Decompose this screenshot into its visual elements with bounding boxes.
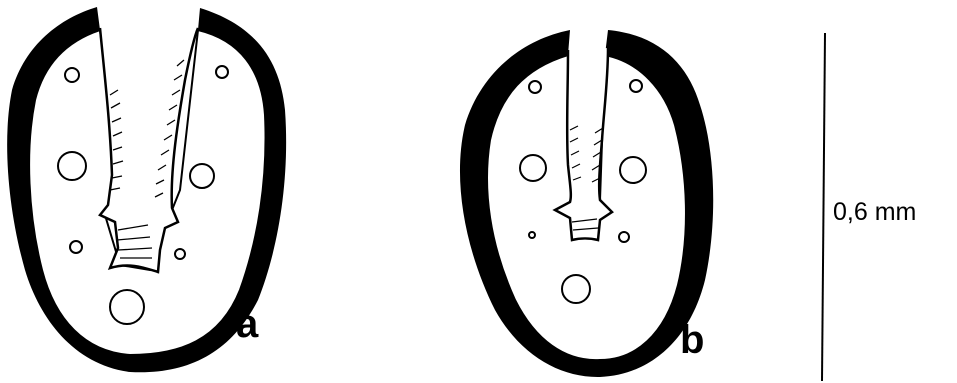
- cross-section-b: [460, 30, 713, 377]
- scale-bar-label: 0,6 mm: [833, 200, 916, 225]
- panel-label-a: a: [236, 304, 258, 344]
- panel-label-b: b: [680, 320, 704, 360]
- scale-bar: [822, 33, 825, 381]
